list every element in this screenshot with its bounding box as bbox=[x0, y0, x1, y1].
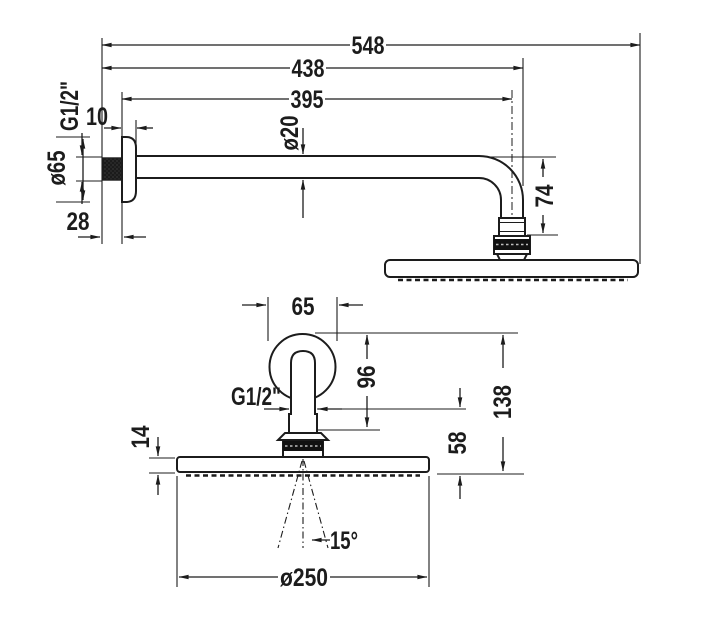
dim-96-label: 96 bbox=[353, 366, 381, 389]
dim-138-label: 138 bbox=[489, 385, 517, 419]
thread-label-front: G1/2" bbox=[231, 383, 281, 411]
front-view-part bbox=[176, 333, 430, 549]
dim-74-label: 74 bbox=[531, 184, 559, 207]
thread-label-side: G1/2" bbox=[56, 81, 84, 131]
arm-tube-front bbox=[288, 349, 318, 434]
dimension-438: 438 bbox=[101, 55, 524, 83]
dim-o20-label: ø20 bbox=[276, 116, 304, 151]
dimension-138: 138 bbox=[489, 334, 517, 472]
dimension-10: 10 bbox=[86, 103, 153, 131]
dimension-548: 548 bbox=[101, 32, 641, 60]
dim-o250-label: ø250 bbox=[280, 564, 328, 592]
dimension-74: 74 bbox=[531, 158, 559, 234]
dimension-395: 395 bbox=[121, 86, 513, 114]
dimension-o20: ø20 bbox=[276, 116, 306, 218]
dim-438-label: 438 bbox=[292, 55, 325, 83]
side-view-extension-lines bbox=[56, 33, 641, 264]
dim-395-label: 395 bbox=[291, 86, 324, 114]
dim-o65-label: ø65 bbox=[43, 150, 71, 185]
connector-lip bbox=[275, 432, 331, 441]
dimension-28: 28 bbox=[67, 208, 146, 240]
wall-flange-side bbox=[121, 136, 137, 203]
dim-14-label: 14 bbox=[127, 425, 155, 448]
dim-28-label: 28 bbox=[67, 208, 90, 236]
dimension-thread-side: G1/2" bbox=[56, 81, 85, 204]
dimension-14: 14 bbox=[127, 425, 161, 495]
connector-nut bbox=[498, 217, 526, 237]
side-view-part bbox=[102, 90, 639, 282]
dim-10-label: 10 bbox=[86, 103, 108, 131]
dim-548-label: 548 bbox=[352, 32, 385, 60]
dimension-58: 58 bbox=[444, 388, 472, 499]
spray-angle-label: 15° bbox=[330, 527, 358, 555]
dimension-spray-angle: 15° bbox=[311, 527, 358, 555]
dimension-o250: ø250 bbox=[178, 564, 428, 592]
front-view-extension-lines bbox=[149, 297, 524, 587]
dim-65-label: 65 bbox=[292, 293, 315, 321]
wall-thread-stub bbox=[102, 157, 123, 181]
dimension-96: 96 bbox=[353, 334, 381, 428]
shower-head-plate-side bbox=[384, 259, 639, 278]
spray-left-line bbox=[277, 460, 303, 549]
dimension-thread-front: G1/2" bbox=[231, 383, 342, 412]
arm-inner-edge bbox=[135, 177, 502, 219]
dim-58-label: 58 bbox=[444, 431, 472, 454]
side-view: 548 438 395 G1/2" 10 ø65 bbox=[43, 32, 641, 282]
arm-outer-edge bbox=[135, 155, 524, 219]
dimension-o65: ø65 bbox=[43, 138, 86, 201]
front-view: 65 96 138 G1/2" 58 14 bbox=[127, 293, 524, 592]
dimension-65: 65 bbox=[242, 293, 363, 321]
spray-right-line bbox=[303, 460, 329, 549]
connector-black-band-front bbox=[283, 441, 323, 451]
